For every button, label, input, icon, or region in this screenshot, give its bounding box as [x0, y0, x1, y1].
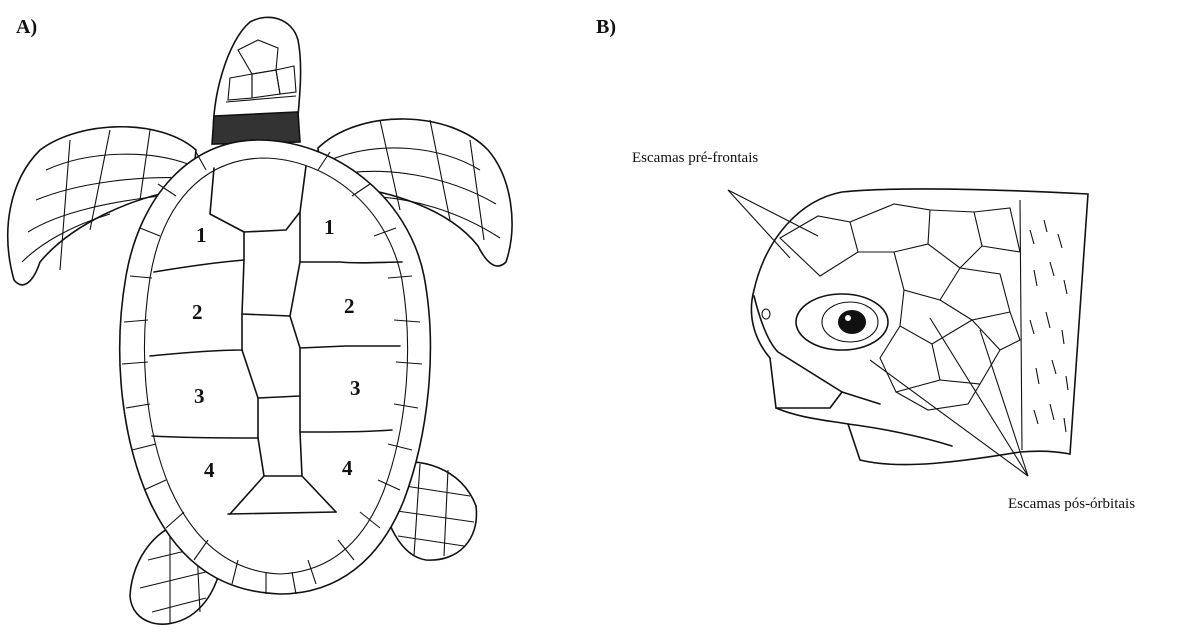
scute-label-right-2: 2 — [344, 294, 355, 319]
turtle-head-lateral-drawing — [728, 189, 1088, 476]
scute-label-left-2: 2 — [192, 300, 203, 325]
panel-label-a: A) — [16, 16, 37, 39]
scute-label-left-4: 4 — [204, 458, 215, 483]
callout-prefrontal-scales: Escamas pré-frontais — [632, 150, 758, 167]
scute-label-left-3: 3 — [194, 384, 205, 409]
scute-label-right-1: 1 — [324, 215, 335, 240]
scute-label-left-1: 1 — [196, 223, 207, 248]
panel-label-b: B) — [596, 16, 616, 39]
turtle-neck — [212, 112, 300, 144]
callout-postorbital-scales: Escamas pós-órbitais — [1008, 496, 1135, 513]
scute-label-right-3: 3 — [350, 376, 361, 401]
scute-label-right-4: 4 — [342, 456, 353, 481]
carapace — [120, 140, 431, 594]
